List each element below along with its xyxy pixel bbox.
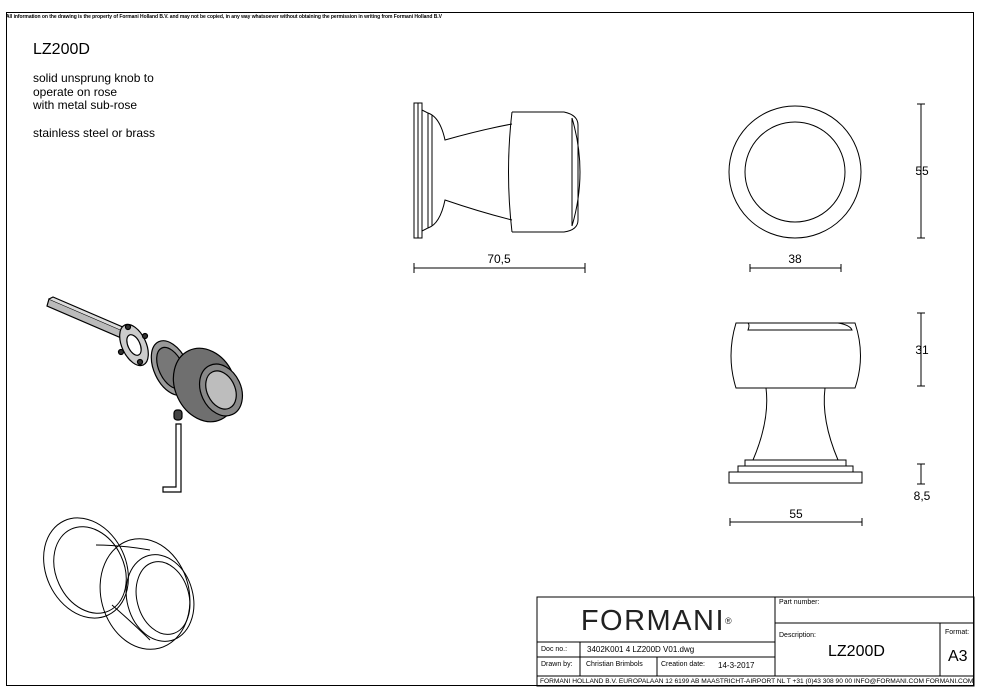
logo-text: FORMANI [580, 604, 726, 637]
isometric-view [43, 517, 195, 650]
knob-height-label: 31 [915, 343, 929, 357]
elevation-view [728, 322, 863, 484]
creation-date-label: Creation date: [661, 661, 705, 668]
logo-registered-mark: ® [725, 616, 734, 626]
disclaimer: All information on the drawing is the pr… [6, 14, 442, 20]
product-description: solid unsprung knob to operate on rose w… [33, 71, 154, 113]
description-value: LZ200D [828, 643, 885, 660]
description-line-1: solid unsprung knob to [33, 71, 154, 85]
side-length-dimension [413, 263, 586, 273]
side-view [413, 102, 581, 239]
creation-date-value: 14-3-2017 [718, 661, 755, 670]
drawn-by-value: Christian Brimbols [586, 661, 643, 668]
footer-address: FORMANI HOLLAND B.V. EUROPALAAN 12 6199 … [540, 678, 974, 685]
rose-height-dimension [917, 463, 925, 485]
side-length-label: 70,5 [487, 252, 511, 266]
front-diameter-label: 38 [788, 252, 802, 266]
front-height-label: 55 [915, 164, 929, 178]
formani-logo: FORMANI® [540, 601, 774, 641]
format-value: A3 [948, 648, 968, 665]
doc-no-value: 3402K001 4 LZ200D V01.dwg [587, 645, 695, 654]
rose-diameter-dimension [729, 518, 863, 526]
rose-height-label: 8,5 [914, 489, 931, 503]
doc-no-label: Doc no.: [541, 646, 568, 653]
description-line-2: operate on rose [33, 84, 118, 99]
drawn-by-label: Drawn by: [541, 661, 573, 668]
product-material: stainless steel or brass [33, 126, 156, 140]
knob-height-dimension [917, 312, 925, 387]
front-diameter-dimension [749, 264, 842, 272]
product-code: LZ200D [33, 41, 90, 58]
part-number-label: Part number: [779, 599, 820, 606]
description-line-3: with metal sub-rose [33, 98, 138, 112]
rose-diameter-label: 55 [789, 507, 803, 521]
exploded-view [46, 296, 244, 493]
front-view [728, 105, 862, 239]
description-label: Description: [779, 632, 816, 639]
title-block-frame [536, 596, 975, 687]
front-height-dimension [917, 103, 925, 239]
format-label: Format: [945, 629, 970, 636]
